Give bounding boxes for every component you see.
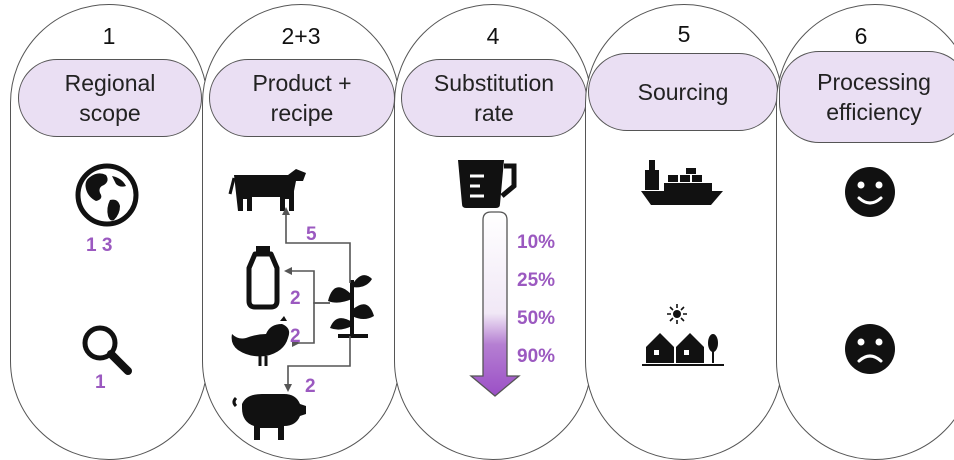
- step-number: 2+3: [281, 23, 321, 49]
- step-title-pill: Regional scope: [18, 59, 202, 137]
- rate-label-25: 25%: [517, 270, 556, 291]
- column-regional-scope: 1 Regional scope: [10, 4, 208, 460]
- step-number: 5: [677, 21, 691, 47]
- step-title-pill: Processing efficiency: [779, 51, 954, 143]
- step-number: 1: [102, 23, 116, 49]
- search-refs-label: 1: [95, 372, 106, 393]
- column-processing-efficiency: 6 Processing efficiency: [776, 4, 954, 460]
- column-sourcing: 5 Sourcing: [585, 4, 783, 460]
- step-title-pill: Product + recipe: [209, 59, 395, 137]
- step-number: 4: [486, 23, 500, 49]
- cow-ref-label: 5: [306, 224, 317, 245]
- step-number: 6: [854, 23, 868, 49]
- column-product-recipe: 2+3 Product + recipe: [202, 4, 400, 460]
- column-substitution-rate: 4 Substitution rate: [394, 4, 592, 460]
- step-title-pill: Substitution rate: [401, 59, 587, 137]
- rate-label-50: 50%: [517, 308, 556, 329]
- milk-ref-label: 2: [290, 288, 301, 309]
- globe-refs-label: 1 3: [86, 235, 113, 256]
- pig-ref-label: 2: [305, 376, 316, 397]
- rate-label-90: 90%: [517, 346, 556, 367]
- chicken-ref-label: 2: [290, 326, 301, 347]
- rate-label-10: 10%: [517, 232, 556, 253]
- step-title-pill: Sourcing: [588, 53, 778, 131]
